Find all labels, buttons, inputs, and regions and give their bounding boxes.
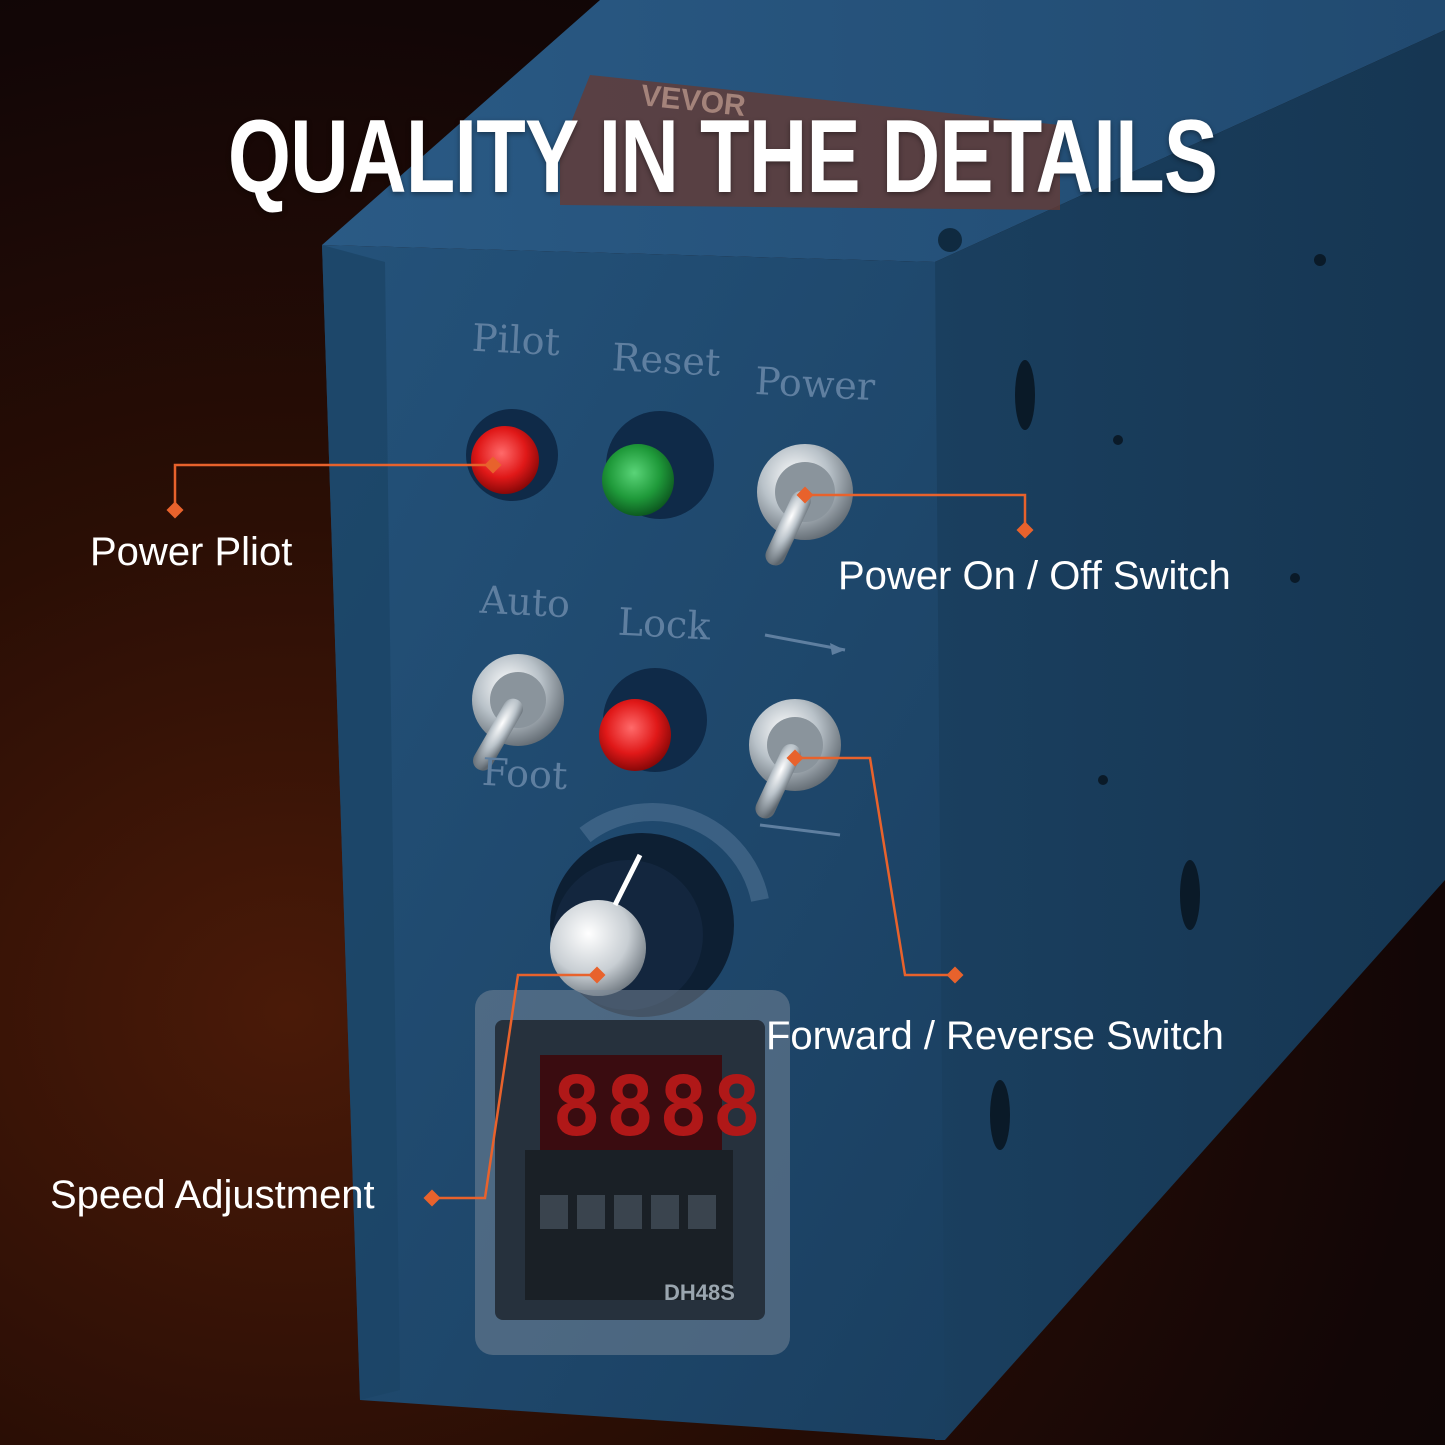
speed-knob-cap bbox=[550, 900, 646, 996]
power-switch-lever bbox=[765, 491, 811, 566]
panel-label-foot: Foot bbox=[480, 749, 569, 799]
callout-lines bbox=[173, 463, 1027, 1200]
fr-callout-line bbox=[795, 756, 955, 977]
front-rim bbox=[322, 245, 400, 1400]
side-hole bbox=[1290, 573, 1300, 583]
panel-label-power: Power bbox=[753, 358, 877, 410]
pilot-lamp bbox=[471, 426, 539, 494]
pilot-callout-line bbox=[173, 463, 493, 510]
side-slot bbox=[1180, 860, 1200, 930]
timer-digits: 8888 bbox=[552, 1060, 765, 1155]
side-hole bbox=[1113, 435, 1123, 445]
power-callout-line bbox=[805, 493, 1027, 530]
timer-dials bbox=[540, 1195, 716, 1229]
housing-side bbox=[935, 30, 1445, 1440]
callout-forward-reverse: Forward / Reverse Switch bbox=[766, 1014, 1224, 1058]
panel-label-auto: Auto bbox=[478, 577, 572, 627]
timer-display bbox=[540, 1055, 722, 1155]
callout-speed: Speed Adjustment bbox=[50, 1173, 375, 1217]
nameplate bbox=[560, 75, 1060, 210]
side-hole bbox=[1314, 254, 1326, 266]
callout-power-pilot: Power Pliot bbox=[90, 530, 293, 574]
timer-model: DH48S bbox=[664, 1280, 735, 1305]
side-hole bbox=[1098, 775, 1108, 785]
panel-label-pilot: Pilot bbox=[470, 315, 562, 365]
fr-arrow-bottom bbox=[759, 823, 841, 837]
panel-label-lock: Lock bbox=[616, 599, 712, 649]
side-slot bbox=[990, 1080, 1010, 1150]
panel-label-reset: Reset bbox=[610, 335, 722, 385]
lock-button bbox=[599, 699, 671, 771]
auto-switch-lever bbox=[473, 698, 523, 771]
side-slot bbox=[1015, 360, 1035, 430]
speed-scale bbox=[579, 803, 769, 902]
reset-button bbox=[602, 444, 674, 516]
fr-switch-lever bbox=[755, 744, 801, 819]
callout-power-switch: Power On / Off Switch bbox=[838, 554, 1231, 598]
speed-callout-line bbox=[432, 973, 597, 1200]
screw bbox=[938, 228, 962, 252]
headline: QUALITY IN THE DETAILS bbox=[227, 99, 1218, 215]
